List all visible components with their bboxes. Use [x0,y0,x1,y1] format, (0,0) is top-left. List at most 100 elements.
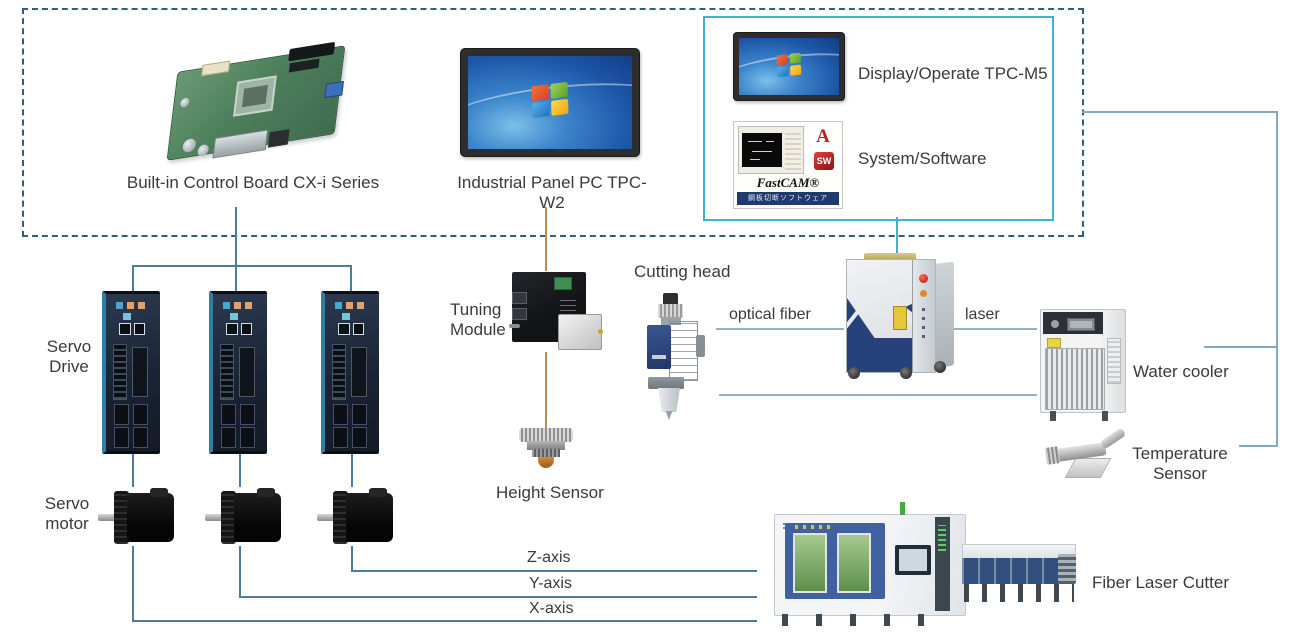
z-axis-line [351,570,757,572]
connector-drive-drop-2 [235,265,237,292]
motor-shaft [98,514,116,521]
connector-hmi-laser [896,217,898,257]
servo-drive-label: Servo Drive [36,337,102,377]
tuning-module-label-line2: Module [450,320,506,339]
viewing-window [793,533,827,593]
connector-drive-drop-1 [132,265,134,292]
head-blue-block [647,325,671,369]
motor-body [127,493,174,542]
io-connector [113,344,127,400]
connector-right-vertical [1276,111,1278,447]
temperature-sensor-image [1044,427,1132,482]
connector-tsensor-stub [1239,445,1278,447]
status-leds [116,302,145,309]
cooler-control-panel [1043,312,1103,334]
panel-pc-label: Industrial Panel PC TPC-W2 [457,173,647,212]
motor-shaft [317,514,335,521]
tuning-module-image [506,272,603,356]
port [333,404,348,425]
motor-body [346,493,393,542]
cutter-cabin [774,514,966,616]
head-rail [669,321,698,381]
caster-wheel [900,367,912,379]
io-block [212,129,269,159]
connector-motor3-down [351,546,353,570]
panel-pc-image [460,48,640,157]
cabin-feet [782,614,952,626]
viewing-window [837,533,871,593]
laser-front-panel [846,259,936,373]
vent-grille [1045,348,1105,410]
connector-height-sensor [545,352,547,428]
ethernet-ports [119,323,145,335]
cooler-button [1051,320,1059,328]
drive-front-panel [321,291,379,454]
water-cooler-image [1040,309,1126,421]
connector-drive-drop-3 [350,265,352,292]
caster-wheel [848,367,860,379]
signal-beacon [900,502,905,515]
control-group-box [22,8,1084,237]
ethernet-ports [338,323,364,335]
sensor-cable-tip [1099,427,1127,450]
ethernet-ports [226,323,252,335]
cooler-foot [1102,411,1108,421]
motor-flange [114,491,129,544]
head-tab [696,335,705,357]
module-port [512,292,527,304]
windows-logo-icon [776,52,802,78]
temperature-sensor-label-line2: Sensor [1153,464,1207,483]
sensor-ring [527,441,565,450]
control-board-image [163,41,353,161]
cutter-blue-panel [785,523,885,599]
height-sensor-image [519,428,573,470]
height-sensor-label: Height Sensor [496,483,604,502]
tablet-screen [739,38,839,95]
laser-source-image [842,253,954,379]
bed-legs [964,584,1074,602]
port [240,427,255,448]
tuning-module-label: Tuning Module [450,300,506,340]
port [114,404,129,425]
module-port [512,308,527,320]
dark-band [935,517,950,611]
tablet-tpc-m5-image [733,32,845,101]
sensor-disc [519,428,573,442]
emergency-stop-button [919,274,928,283]
water-cooler-label: Water cooler [1133,362,1229,381]
servo-motor-label-line2: motor [45,514,89,533]
sensor-ring-2 [532,449,560,457]
pcb-board [166,41,346,161]
sensor-tip [538,457,554,468]
servo-drive-label-line1: Servo [46,337,92,356]
motor-body [234,493,281,542]
servo-drive-image-3 [321,291,403,454]
connector-right-top [1082,111,1278,113]
gold-terminal [598,329,603,334]
indicator-row [795,525,835,529]
connector-stub [509,324,520,328]
control-screen [895,545,931,575]
status-led [342,313,350,320]
connector-motor1-down [132,546,134,620]
status-led [123,313,131,320]
nozzle-tip [665,411,673,420]
status-led [230,313,238,320]
port [133,427,148,448]
servo-motor-image-3 [317,488,397,548]
display-operate-label: Display/Operate TPC-M5 [858,64,1048,83]
bed-rollers [1058,554,1076,584]
autocad-logo-icon: A [816,126,830,147]
caster-wheel [934,361,946,373]
head-knob [663,293,678,305]
capacitor [179,97,190,108]
ethernet-jack [267,129,290,148]
temperature-sensor-label-line1: Temperature [1132,444,1228,463]
drive-front-panel [102,291,160,454]
connector-drive-motor-3 [351,450,353,487]
capacitor [197,143,210,157]
cad-drawing-area [742,133,782,167]
head-collar [658,304,683,318]
laser-label: laser [965,306,1000,323]
green-label [554,277,572,290]
